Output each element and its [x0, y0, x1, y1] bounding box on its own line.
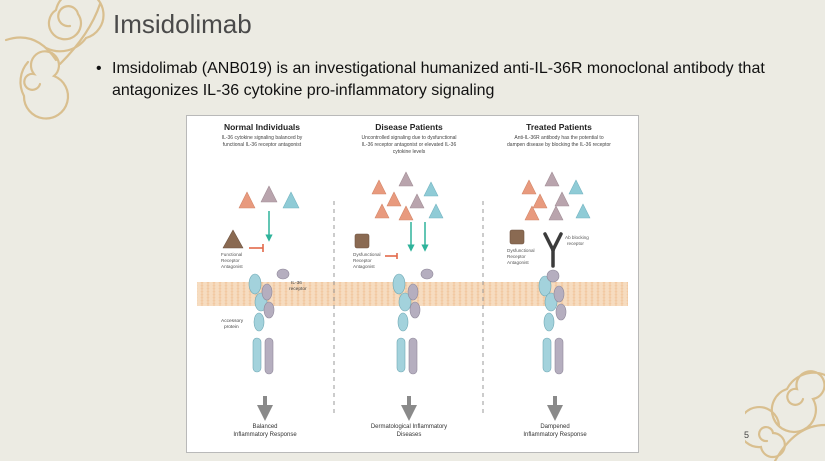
mechanism-figure: Normal Individuals IL-36 cytokine signal…	[186, 115, 639, 453]
receptor-complex	[392, 268, 434, 375]
accessory-protein	[392, 273, 406, 295]
receptor-tail	[396, 337, 406, 373]
dysfunctional-antagonist-icon	[354, 233, 370, 249]
receptor-tail	[408, 337, 418, 375]
antagonist-label: Functional	[221, 252, 242, 257]
receptor-tail	[554, 337, 564, 375]
outcome-label: Inflammatory Response	[233, 432, 297, 438]
cytokine-salmon	[371, 179, 387, 195]
bullet-point: • Imsidolimab (ANB019) is an investigati…	[96, 58, 816, 102]
panel-subtext: Anti-IL-36R antibody has the potential t…	[514, 135, 603, 141]
outcome-label: Inflammatory Response	[523, 432, 587, 438]
receptor-label: IL-36	[291, 280, 302, 286]
receptor-domain	[263, 301, 275, 319]
panel-heading: Normal Individuals	[224, 122, 300, 132]
cytokine-salmon	[532, 193, 548, 209]
cytokine-mauve	[548, 205, 564, 221]
antibody-icon	[543, 232, 563, 268]
antibody-label: Ab blocking	[565, 235, 589, 240]
cytokine-salmon	[521, 179, 537, 195]
cytokine-mauve	[544, 171, 560, 187]
receptor-tail	[542, 337, 552, 373]
cytokine-mauve	[260, 185, 278, 203]
il36-receptor	[420, 268, 434, 280]
bullet-marker: •	[96, 60, 102, 77]
receptor-domain	[407, 283, 419, 301]
cytokine-salmon	[374, 203, 390, 219]
panel-heading: Treated Patients	[526, 122, 592, 132]
il36-receptor	[276, 268, 290, 280]
accessory-protein	[538, 275, 552, 297]
cytokine-teal	[423, 181, 439, 197]
receptor-domain	[409, 301, 421, 319]
swirl-decoration-bottom-right	[745, 370, 825, 461]
receptor-domain	[544, 292, 558, 312]
outcome-label: Balanced	[252, 424, 277, 430]
panel-subtext: cytokine levels	[393, 149, 426, 155]
antagonist-label: Antagonist	[221, 264, 243, 269]
cytokine-cluster	[521, 171, 591, 221]
panel-subtext: IL-36 cytokine signaling balanced by	[222, 135, 303, 141]
panel-subtext: dampen disease by blocking the IL-36 rec…	[507, 142, 611, 148]
outcome-label: Dermatological Inflammatory	[371, 424, 447, 430]
receptor-domain	[397, 312, 409, 332]
cytokine-teal	[282, 191, 300, 209]
receptor-domain	[398, 292, 412, 312]
receptor-tail	[252, 337, 262, 373]
functional-antagonist-icon	[222, 229, 244, 249]
outcome-label: Dampened	[540, 424, 569, 430]
cytokine-mauve	[554, 191, 570, 207]
cytokine-salmon	[386, 191, 402, 207]
receptor-domain	[555, 303, 567, 321]
panel-normal-individuals: Normal Individuals IL-36 cytokine signal…	[221, 122, 307, 438]
outcome-label: Diseases	[397, 432, 422, 438]
bullet-text: Imsidolimab (ANB019) is an investigation…	[112, 60, 765, 99]
receptor-domain	[553, 285, 565, 303]
cytokine-teal	[428, 203, 444, 219]
receptor-domain	[261, 283, 273, 301]
accessory-label: Accessory	[221, 318, 244, 324]
dysfunctional-antagonist-icon	[509, 229, 525, 245]
receptor-label: receptor	[289, 286, 307, 292]
antagonist-label: Antagonist	[353, 264, 375, 269]
antagonist-label: Receptor	[353, 258, 372, 263]
page-number: 5	[744, 430, 750, 440]
receptor-complex	[248, 268, 290, 375]
receptor-domain	[546, 269, 560, 283]
cytokine-salmon	[524, 205, 540, 221]
receptor-domain	[253, 312, 265, 332]
cytokine-teal	[568, 179, 584, 195]
cytokine-salmon	[238, 191, 256, 209]
antagonist-label: Receptor	[221, 258, 240, 263]
panel-subtext: IL-36 receptor antagonist or elevated IL…	[362, 142, 457, 148]
antibody-label: receptor	[567, 241, 584, 246]
panel-treated-patients: Treated Patients Anti-IL-36R antibody ha…	[507, 122, 611, 438]
cytokine-teal	[575, 203, 591, 219]
cytokine-cluster	[238, 185, 300, 209]
panel-disease-patients: Disease Patients Uncontrolled signaling …	[353, 122, 457, 438]
antagonist-label: Antagonist	[507, 260, 529, 265]
panel-subtext: functional IL-36 receptor antagonist	[223, 142, 302, 148]
accessory-protein	[248, 273, 262, 295]
antagonist-label: Receptor	[507, 254, 526, 259]
slide-title: Imsidolimab	[113, 9, 252, 39]
antagonist-label: Dysfunctional	[507, 248, 535, 253]
cytokine-salmon	[398, 205, 414, 221]
receptor-domain	[543, 312, 555, 332]
cytokine-cluster	[371, 171, 444, 221]
mechanism-diagram: Normal Individuals IL-36 cytokine signal…	[197, 122, 628, 438]
receptor-tail	[264, 337, 274, 375]
accessory-label: protein	[224, 324, 239, 330]
cytokine-mauve	[398, 171, 414, 187]
panel-subtext: Uncontrolled signaling due to dysfunctio…	[361, 135, 456, 141]
receptor-complex	[538, 269, 567, 375]
antagonist-label: Dysfunctional	[353, 252, 381, 257]
panel-heading: Disease Patients	[375, 122, 443, 132]
cytokine-mauve	[409, 193, 425, 209]
